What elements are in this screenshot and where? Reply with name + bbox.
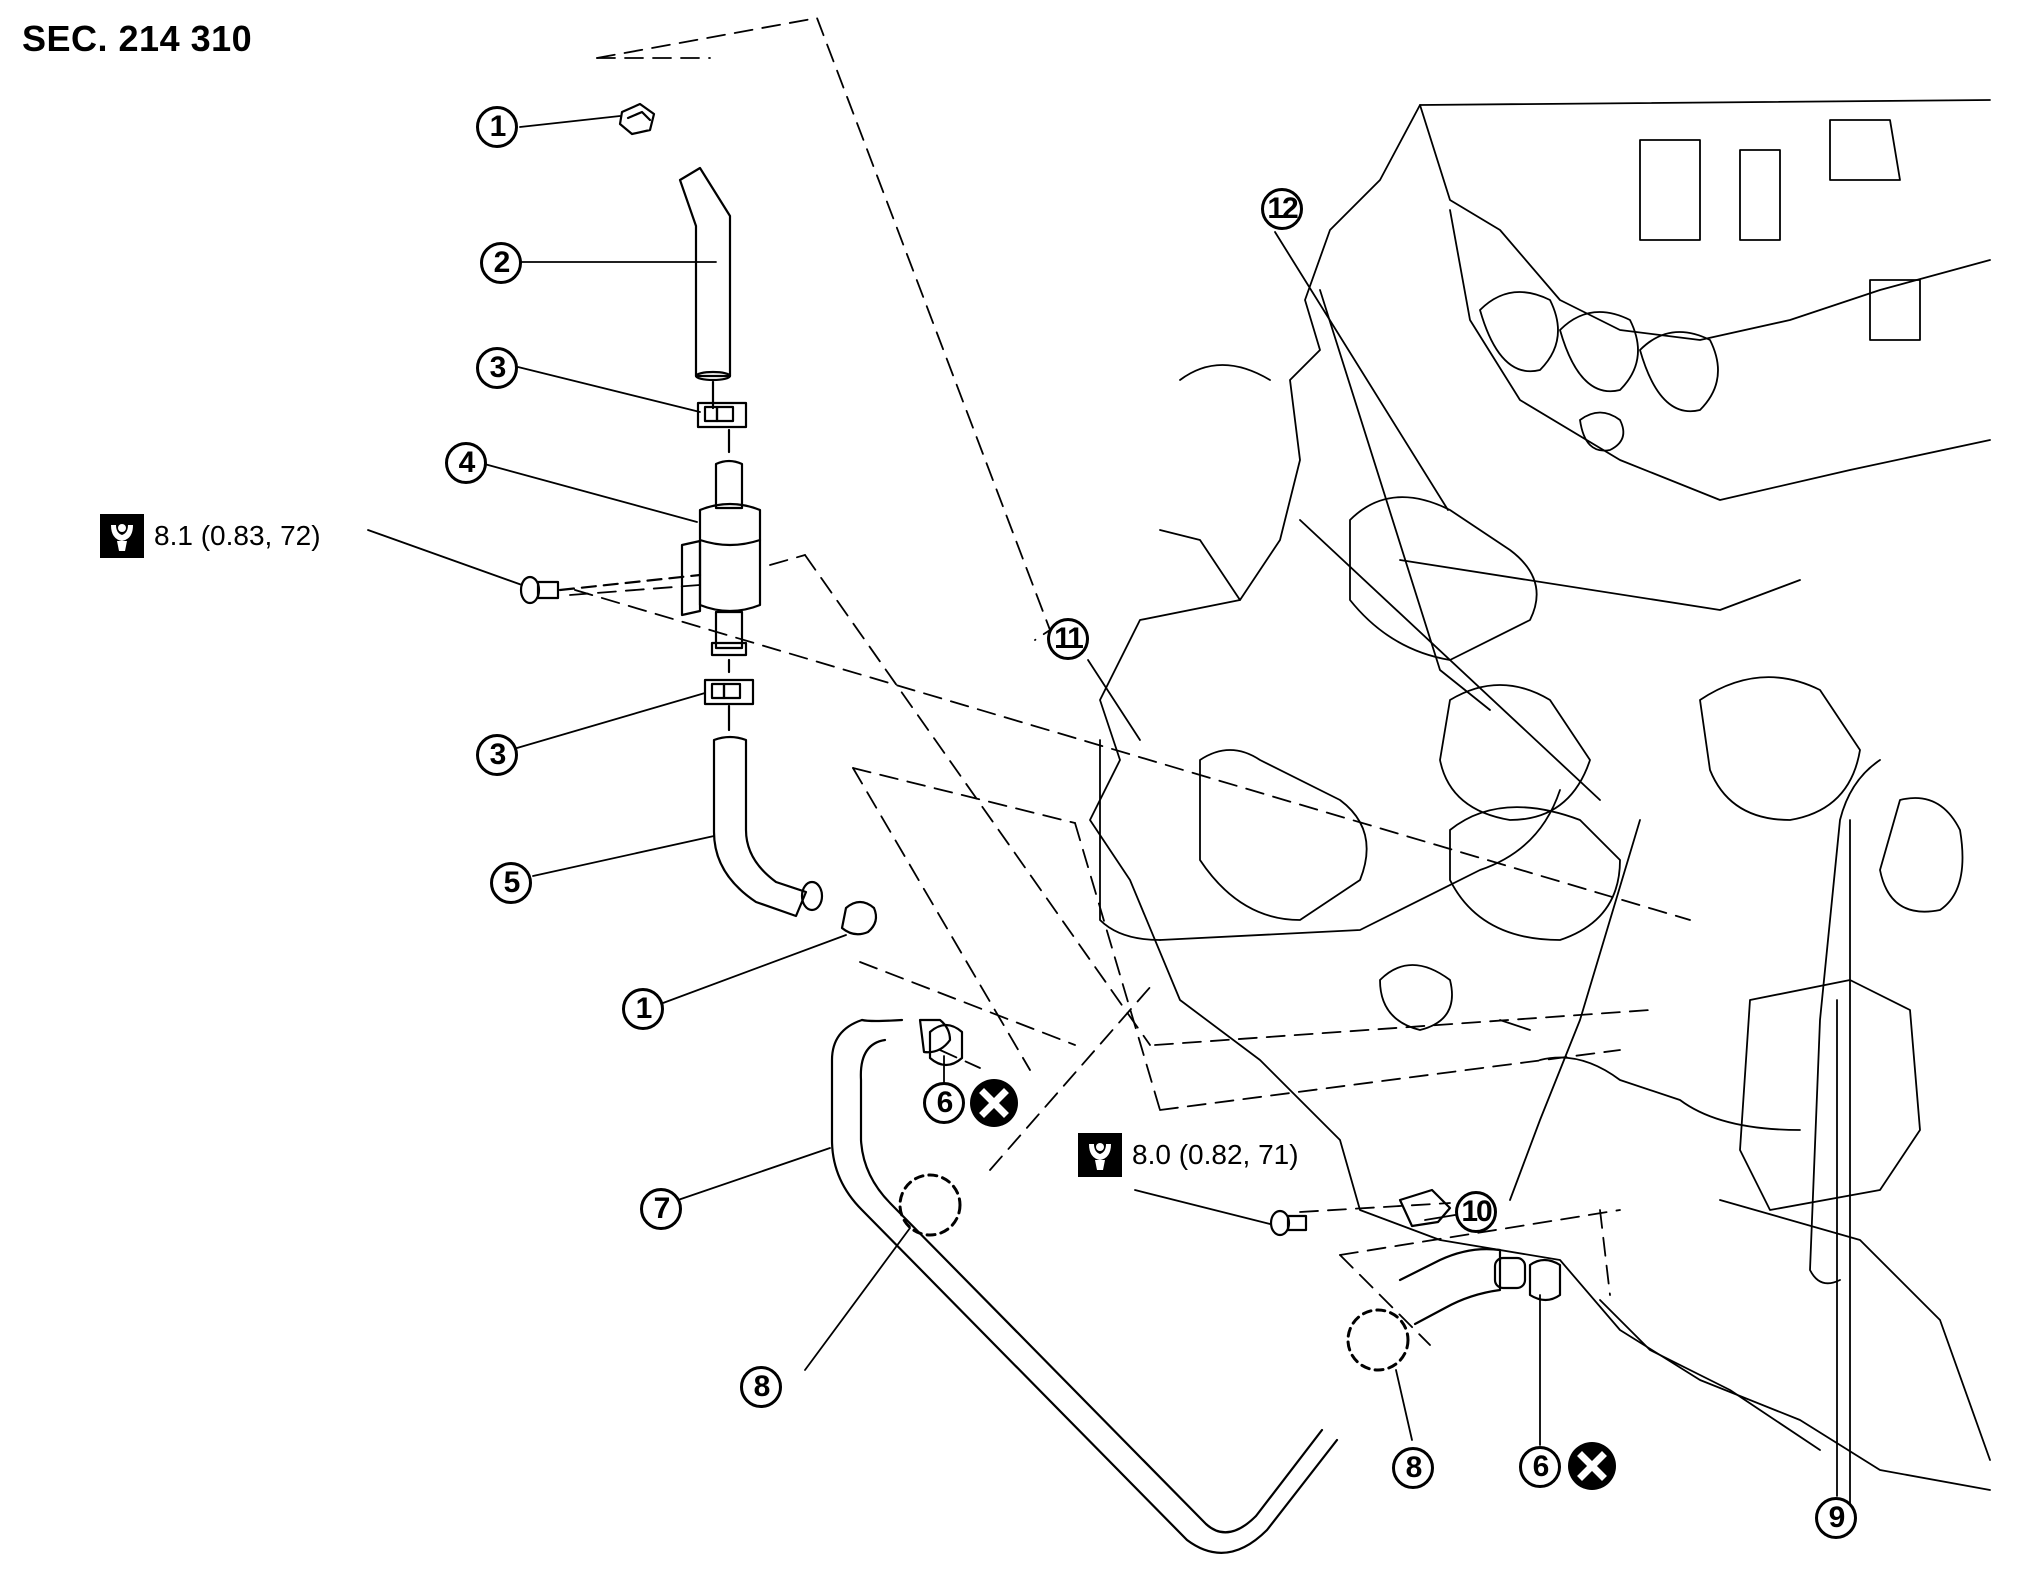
do-not-reuse-icon [970, 1079, 1018, 1127]
callout-1: 1 [476, 106, 518, 148]
do-not-reuse-icon [1568, 1442, 1616, 1490]
quick-connector-3a [698, 403, 746, 452]
bracket-10 [1271, 1190, 1450, 1235]
torque-value: 8.0 (0.82, 71) [1132, 1139, 1299, 1170]
callout-3: 3 [476, 347, 518, 389]
bolt-1 [521, 575, 700, 603]
tightening-torque-icon [100, 514, 144, 558]
callout-6: 6 [923, 1082, 965, 1124]
hose-clamp-1b [842, 902, 876, 934]
torque-spec-bolt-1: 8.1 (0.83, 72) [100, 514, 321, 558]
hose-2 [680, 168, 730, 408]
callout-7: 7 [640, 1188, 682, 1230]
callout-10: 10 [1455, 1191, 1497, 1233]
callout-5: 5 [490, 862, 532, 904]
callout-2: 2 [480, 242, 522, 284]
hose-joint-marks [900, 1175, 1408, 1370]
leader-lines [368, 116, 1837, 1496]
callout-8: 8 [740, 1366, 782, 1408]
section-number: SEC. 214 310 [22, 18, 253, 59]
hose-clamp-1a [620, 104, 654, 134]
hose-5 [714, 737, 822, 916]
engine-assembly [1090, 100, 1990, 1520]
phantom-lines [570, 18, 1690, 1345]
callout-9: 9 [1815, 1497, 1857, 1539]
callout-3: 3 [476, 734, 518, 776]
callout-8: 8 [1392, 1447, 1434, 1489]
tightening-torque-icon [1078, 1133, 1122, 1177]
callout-1: 1 [622, 988, 664, 1030]
torque-spec-bolt-2: 8.0 (0.82, 71) [1078, 1133, 1299, 1177]
callout-11: 11 [1047, 618, 1089, 660]
clamp-6a [930, 1025, 962, 1065]
callout-6: 6 [1519, 1446, 1561, 1488]
callout-4: 4 [445, 442, 487, 484]
clamp-6b [1530, 1260, 1560, 1300]
torque-value: 8.1 (0.83, 72) [154, 520, 321, 551]
evap-filter-4 [682, 461, 760, 672]
callout-12: 12 [1261, 188, 1303, 230]
quick-connector-3b [705, 680, 753, 730]
